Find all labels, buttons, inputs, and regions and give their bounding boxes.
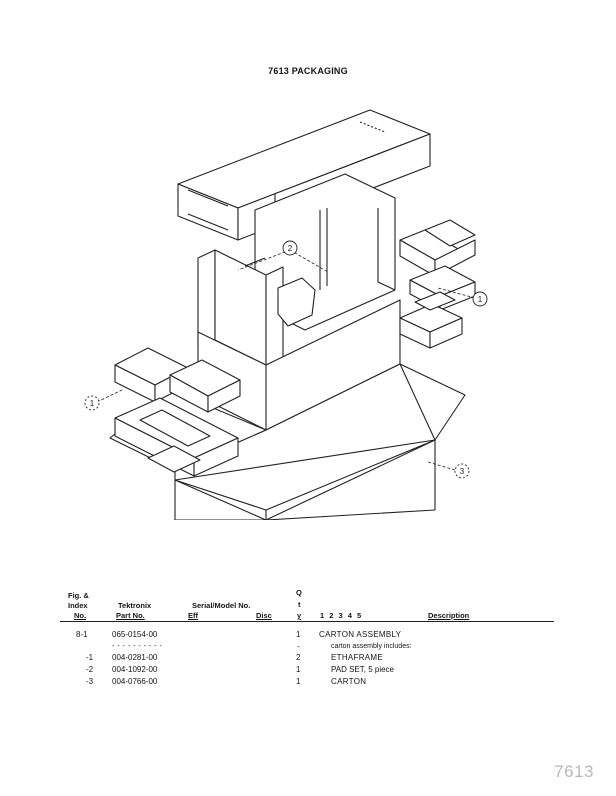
row-qty: 2 bbox=[296, 652, 300, 664]
header-index: Index bbox=[68, 601, 88, 611]
header-part-no: Part No. bbox=[116, 611, 145, 621]
header-qty-q: Q bbox=[296, 588, 302, 598]
header-no: No. bbox=[74, 611, 86, 621]
row-index: -2 bbox=[86, 664, 93, 676]
page-title: 7613 PACKAGING bbox=[0, 66, 616, 76]
row-part-no: 004-0766-00 bbox=[112, 676, 157, 688]
header-tektronix: Tektronix bbox=[118, 601, 151, 611]
header-serial-model: Serial/Model No. bbox=[192, 601, 250, 611]
header-indent-levels: 1 2 3 4 5 bbox=[320, 611, 361, 621]
callout-1-label: 1 bbox=[478, 295, 483, 304]
header-description: Description bbox=[428, 611, 469, 621]
row-part-no: 004-0281-00 bbox=[112, 652, 157, 664]
header-fig: Fig. & bbox=[68, 591, 89, 601]
pad-left-lower bbox=[115, 398, 238, 476]
callout-1-left-label: 1 bbox=[90, 399, 95, 408]
row-description: CARTON ASSEMBLY bbox=[319, 629, 401, 641]
packaging-exploded-diagram: 2 1 1 3 bbox=[70, 90, 540, 520]
row-qty: 1 bbox=[296, 664, 300, 676]
packaging-illustration: 2 1 1 3 bbox=[70, 90, 540, 520]
row-index: -1 bbox=[86, 652, 93, 664]
row-part-no: 065-0154-00 bbox=[112, 629, 157, 641]
header-qty-t: t bbox=[298, 600, 301, 610]
row-description: ETHAFRAME bbox=[331, 652, 383, 664]
row-description: PAD SET, 5 piece bbox=[331, 664, 394, 676]
pad-right-lower bbox=[400, 292, 462, 348]
callout-3-label: 3 bbox=[460, 467, 465, 476]
header-qty-y: y bbox=[297, 611, 301, 621]
row-part-no: 004-1092-00 bbox=[112, 664, 157, 676]
header-disc: Disc bbox=[256, 611, 272, 621]
row-description: CARTON bbox=[331, 676, 366, 688]
row-qty: 1 bbox=[296, 676, 300, 688]
row-qty: 1 bbox=[296, 629, 300, 641]
callout-2-label: 2 bbox=[288, 244, 293, 253]
header-rule bbox=[60, 621, 554, 622]
header-eff: Eff bbox=[188, 611, 198, 621]
page-number: 7613 bbox=[554, 762, 594, 782]
row-index: 8-1 bbox=[76, 629, 88, 641]
row-index: -3 bbox=[86, 676, 93, 688]
